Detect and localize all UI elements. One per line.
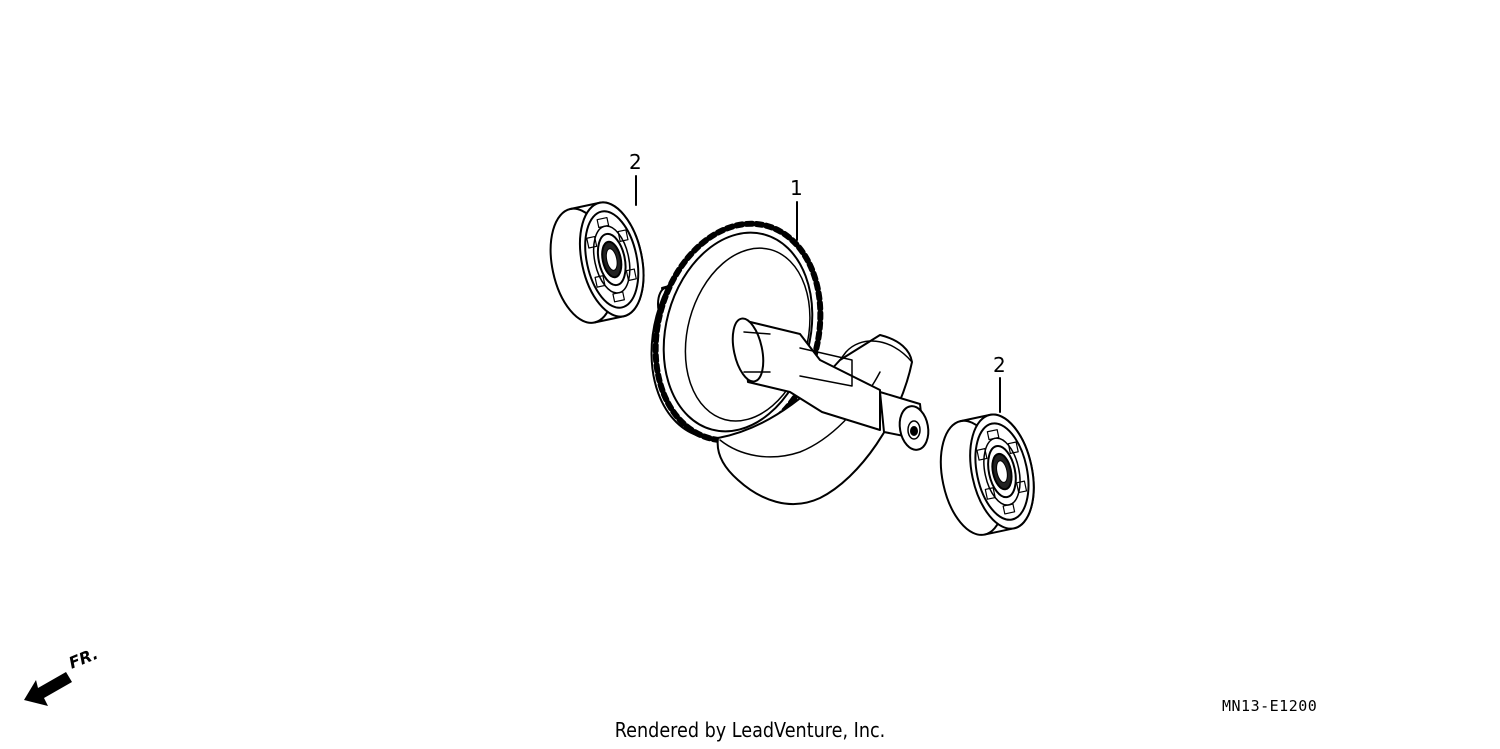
callout-part-1: 1 bbox=[790, 176, 803, 200]
render-credit: Rendered by LeadVenture, Inc. bbox=[614, 718, 886, 742]
callout-part-2-right: 2 bbox=[993, 353, 1006, 377]
callout-part-2-left: 2 bbox=[629, 150, 642, 174]
diagram-code: MN13-E1200 bbox=[1222, 697, 1318, 715]
bearing-right[interactable] bbox=[931, 409, 1043, 541]
front-arrow-icon bbox=[24, 672, 72, 706]
bearing-left[interactable] bbox=[541, 197, 653, 329]
balancer-shaft[interactable] bbox=[629, 205, 931, 506]
